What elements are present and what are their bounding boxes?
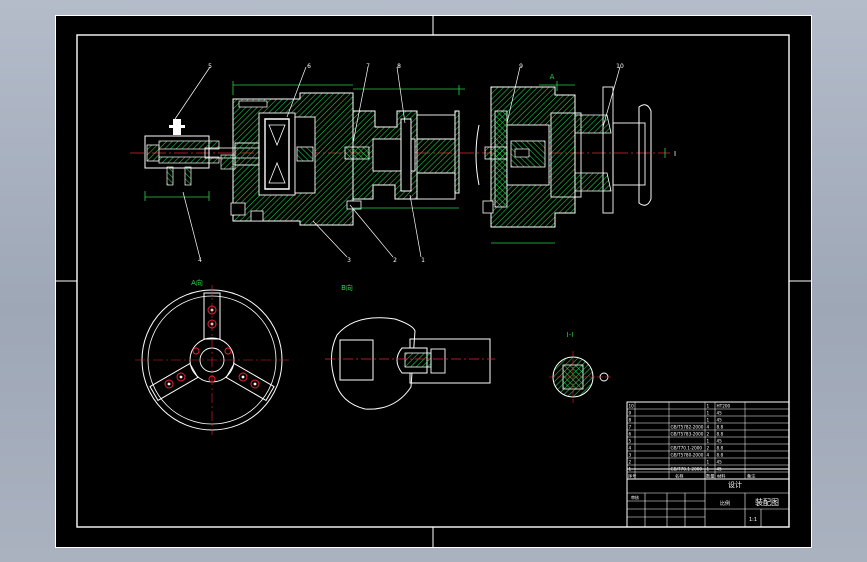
bom-cell: HT200: [717, 403, 731, 408]
bom-cell: 8: [629, 417, 632, 422]
bom-cell: 10: [629, 403, 635, 408]
balloon-10: 10: [616, 63, 624, 70]
bom-cell: 45: [717, 459, 723, 464]
main-section-view: 5 6 7 8 9 10 4 3 2 1 A I: [130, 63, 676, 264]
bom-cell: 2: [629, 459, 632, 464]
bom-cell: 9: [629, 410, 632, 415]
title-design: 设计: [728, 480, 742, 489]
view-label-top: A: [550, 73, 555, 81]
bom-header-cell: 备注: [747, 472, 756, 479]
view-label-far-right: I: [674, 150, 676, 158]
bom-cell: 45: [717, 438, 723, 443]
view-label-ii: I-I: [567, 331, 574, 339]
bom-cell: 1: [707, 403, 710, 408]
bom-cell: 4: [707, 452, 710, 457]
bom-cell: GB/T5782-2000: [671, 424, 704, 429]
view-label-a: A向: [191, 278, 203, 287]
bom-cell: 4: [707, 424, 710, 429]
balloon-2: 2: [393, 257, 397, 264]
balloon-8: 8: [397, 63, 401, 70]
balloon-5: 5: [208, 63, 212, 70]
bom-cell: 7: [629, 424, 632, 429]
bom-cell: 8.8: [717, 424, 724, 429]
bom-cell: 1: [707, 438, 710, 443]
bom-header-cell: 名称: [675, 472, 683, 479]
bom-cell: 6: [629, 431, 632, 436]
bom-cell: 1: [707, 417, 710, 422]
bom-cell: 5: [629, 438, 632, 443]
balloon-1: 1: [421, 257, 425, 264]
bom-cell: 45: [717, 410, 723, 415]
bom-header-cell: 序号: [628, 472, 636, 479]
bom-cell: 8.8: [717, 452, 724, 457]
bom-header-cell: 数量: [706, 472, 714, 479]
scale-label: 比例: [720, 500, 730, 507]
balloon-4: 4: [198, 257, 202, 264]
assembly-drawing: 5 6 7 8 9 10 4 3 2 1 A I A向: [55, 15, 812, 548]
cam-view: B向: [325, 283, 495, 410]
balloon-6: 6: [307, 63, 311, 70]
bom-cell: GB/T5783-2000: [671, 431, 704, 436]
bom-cell: 4: [629, 445, 632, 450]
balloon-3: 3: [347, 257, 351, 264]
drawing-name: 装配图: [755, 497, 779, 507]
bom-cell: 2: [707, 445, 710, 450]
bom-cell: 8.8: [717, 431, 724, 436]
drawing-sheet: 5 6 7 8 9 10 4 3 2 1 A I A向: [55, 15, 812, 548]
view-label-b: B向: [341, 283, 353, 292]
bom-cell: 8.8: [717, 445, 724, 450]
bom-cell: GB/T5780-2000: [671, 452, 704, 457]
title-check: 审核: [631, 494, 639, 500]
bom-cell: 1: [707, 410, 710, 415]
bom-cell: 45: [717, 417, 723, 422]
balloon-7: 7: [366, 63, 370, 70]
bom-cell: 1: [707, 459, 710, 464]
bom-cell: 3: [629, 452, 632, 457]
title-block: 设计 装配图 比例 1:1 审核: [626, 468, 790, 528]
bom-cell: 2: [707, 431, 710, 436]
bom-header-cell: 材料: [717, 472, 726, 479]
scale-value: 1:1: [749, 517, 757, 523]
chuck-end-view: A向: [135, 278, 290, 435]
balloon-9: 9: [519, 63, 523, 70]
bom-cell: GB/T70.1-2000: [671, 445, 703, 450]
section-view-ii: I-I: [549, 331, 611, 403]
